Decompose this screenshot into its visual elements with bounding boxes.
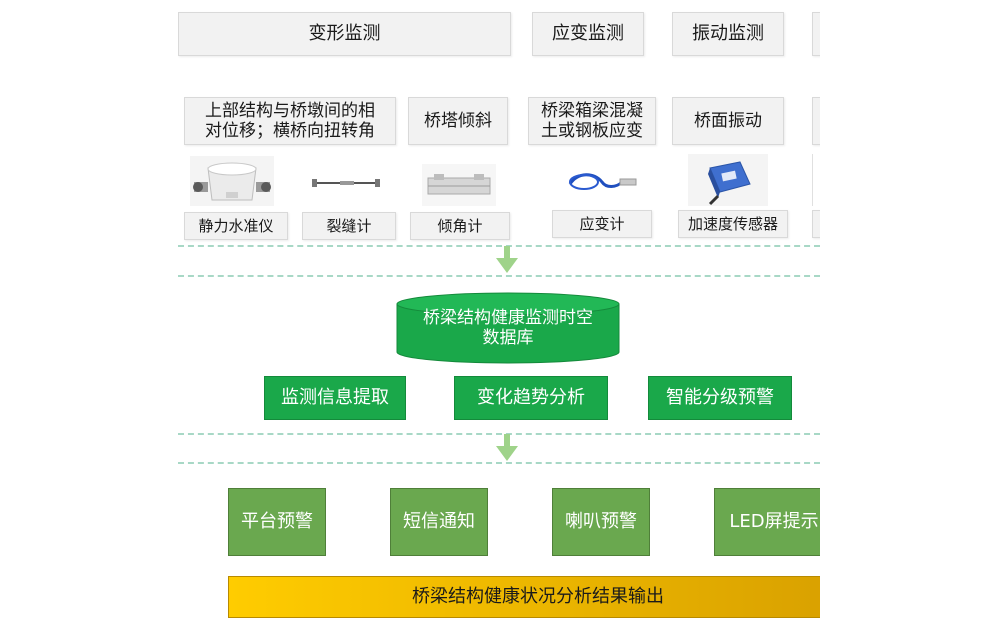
accelerometer-icon <box>688 154 768 206</box>
sensor-label-inclinometer: 倾角计 <box>410 212 510 240</box>
separator-line <box>178 462 820 464</box>
database-label: 桥梁结构健康监测时空 数据库 <box>423 307 593 348</box>
down-arrow-icon <box>496 434 518 461</box>
category-deformation: 变形监测 <box>178 12 511 56</box>
strain-gauge-icon <box>560 162 640 202</box>
analysis-graded-warning: 智能分级预警 <box>648 376 792 420</box>
item-cutoff <box>812 97 820 145</box>
item-girder-strain: 桥梁箱梁混凝 土或钢板应变 <box>528 97 656 145</box>
alert-sms: 短信通知 <box>390 488 488 556</box>
item-tower-tilt: 桥塔倾斜 <box>408 97 508 145</box>
analysis-trend: 变化趋势分析 <box>454 376 608 420</box>
crack-meter-icon <box>310 165 382 201</box>
database-cylinder: 桥梁结构健康监测时空 数据库 <box>396 292 620 364</box>
static-level-icon <box>190 156 274 206</box>
sensor-label-accelerometer: 加速度传感器 <box>678 210 788 238</box>
inclinometer-icon <box>422 164 496 206</box>
alert-speaker: 喇叭预警 <box>552 488 650 556</box>
separator-line <box>178 275 820 277</box>
analysis-info-extraction: 监测信息提取 <box>264 376 406 420</box>
separator-line <box>178 433 820 435</box>
output-bar: 桥梁结构健康状况分析结果输出 <box>228 576 820 618</box>
sensor-label-static-level: 静力水准仪 <box>184 212 288 240</box>
alert-led: LED屏提示 <box>714 488 820 556</box>
alert-platform: 平台预警 <box>228 488 326 556</box>
item-deck-vibration: 桥面振动 <box>672 97 784 145</box>
sensor-label-crack-meter: 裂缝计 <box>302 212 396 240</box>
item-relative-displacement: 上部结构与桥墩间的相 对位移；横桥向扭转角 <box>184 97 396 145</box>
category-strain: 应变监测 <box>532 12 644 56</box>
sensor-label-strain-gauge: 应变计 <box>552 210 652 238</box>
category-vibration: 振动监测 <box>672 12 784 56</box>
category-cutoff <box>812 12 820 56</box>
diagram-canvas: 变形监测 应变监测 振动监测 上部结构与桥墩间的相 对位移；横桥向扭转角 桥塔倾… <box>178 0 820 640</box>
down-arrow-icon <box>496 246 518 273</box>
sensor-label-cutoff <box>812 210 820 238</box>
sensor-image-cutoff <box>812 154 820 206</box>
separator-line <box>178 245 820 247</box>
